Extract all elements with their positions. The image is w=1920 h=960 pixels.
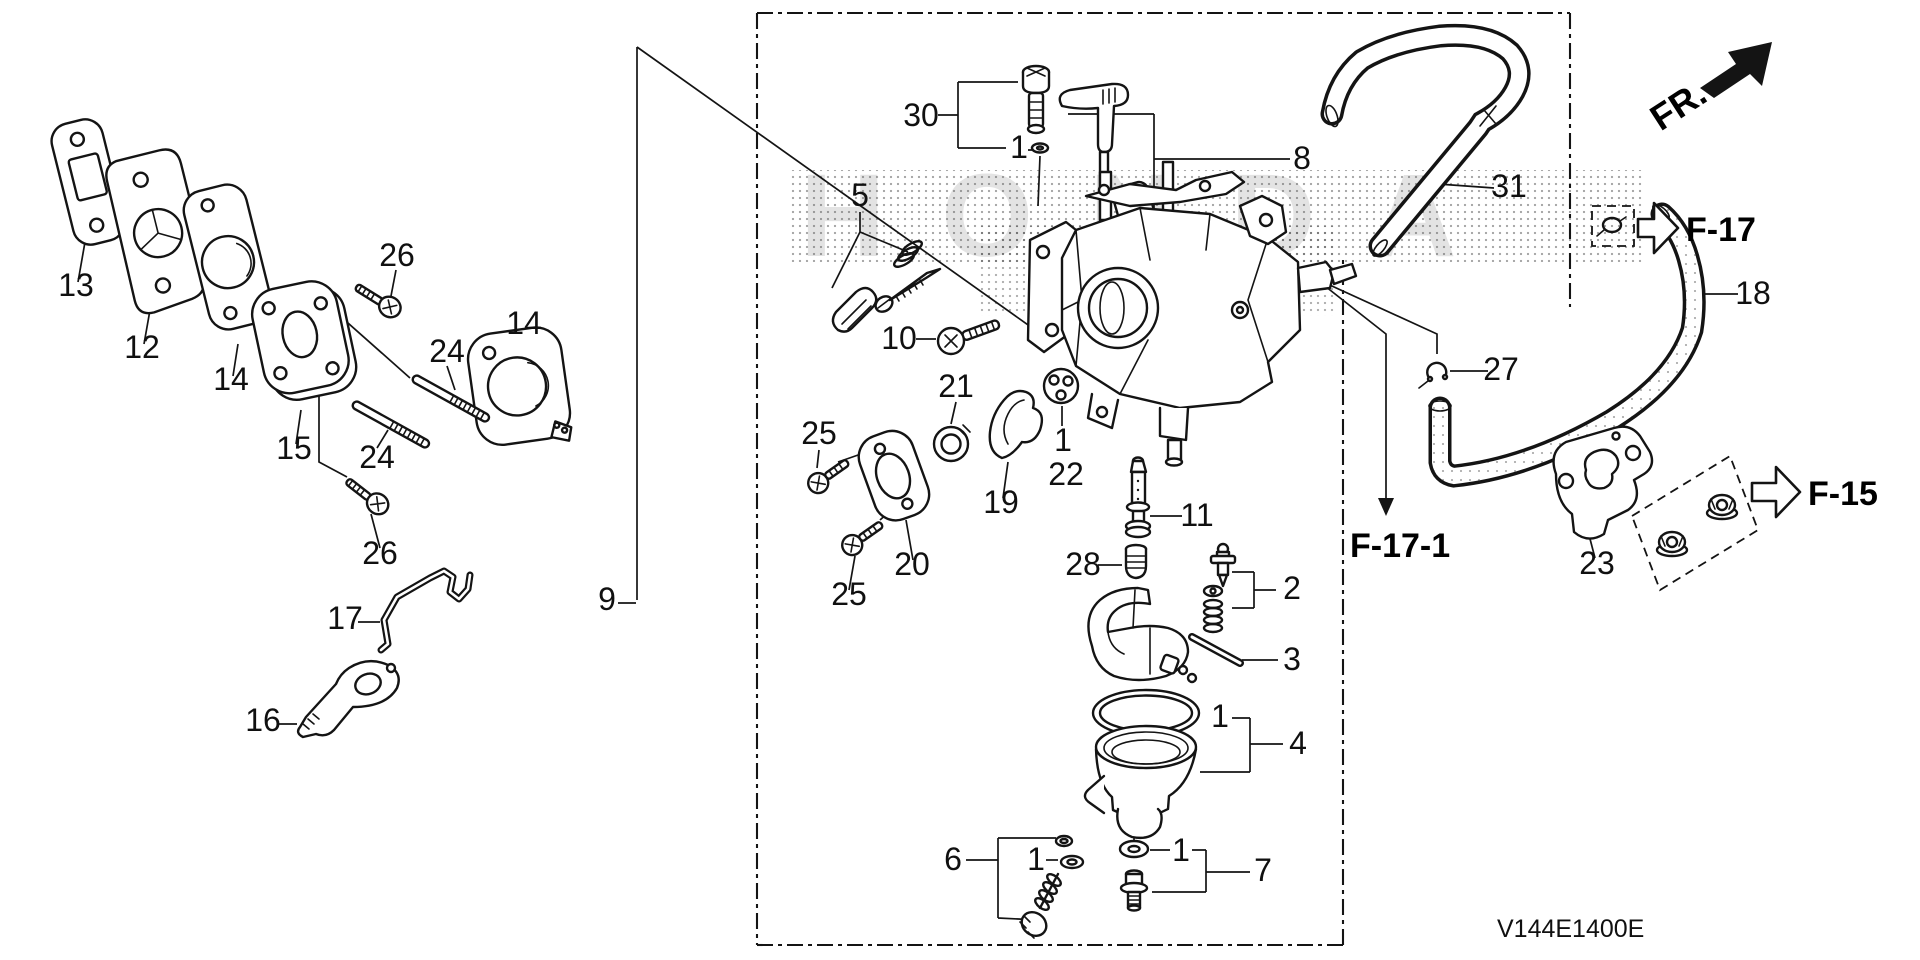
f17-label[interactable]: F-17: [1686, 211, 1756, 249]
part-callout-4: 4: [1289, 725, 1307, 761]
part-callout-2: 2: [1283, 570, 1301, 606]
f17-reference[interactable]: F-17: [1636, 201, 1756, 255]
front-arrow-icon: [1700, 42, 1772, 98]
part-needle-set-5: [831, 240, 942, 333]
part-insulator-12: [105, 148, 208, 315]
part-float-bowl-4: [1083, 724, 1198, 840]
part-gasket-20: [857, 429, 931, 522]
part-float-valve-2: [1202, 542, 1237, 634]
nuts-reference-box: [1630, 454, 1760, 592]
part-callout-31: 31: [1491, 168, 1527, 204]
drawing-code: V144E1400E: [1497, 915, 1644, 943]
part-callout-9: 9: [598, 581, 616, 617]
assembly-boundary-box: [755, 11, 1572, 947]
part-gasket-14-left: [182, 183, 273, 331]
part-callout-14: 14: [506, 305, 542, 341]
part-callout-22: 22: [1048, 456, 1084, 492]
part-callout-26: 26: [362, 535, 398, 571]
part-pilot-screw-6: [1019, 834, 1085, 939]
part-callout-8: 8: [1293, 140, 1311, 176]
part-callout-1: 1: [1172, 832, 1190, 868]
part-callout-26: 26: [379, 237, 415, 273]
part-insulator-14-right: [466, 326, 573, 446]
part-clip-27: [1418, 361, 1449, 389]
f15-label[interactable]: F-15: [1808, 475, 1878, 513]
part-callout-28: 28: [1065, 546, 1101, 582]
part-callout-21: 21: [938, 368, 974, 404]
part-callout-1: 1: [1211, 698, 1229, 734]
part-callout-20: 20: [894, 546, 930, 582]
carburetor-body: [1026, 160, 1358, 467]
part-callout-17: 17: [327, 600, 363, 636]
part-screw-10: [936, 319, 1001, 356]
part-screw-25-lower: [841, 521, 884, 557]
part-washer-1-top: [1030, 142, 1050, 154]
part-drain-bolt-7: [1119, 869, 1149, 912]
part-lever-16: [296, 660, 400, 739]
f17-1-label[interactable]: F-17-1: [1350, 527, 1450, 565]
f15-arrow-icon[interactable]: [1750, 465, 1802, 519]
part-callout-14: 14: [213, 361, 249, 397]
part-callout-18: 18: [1735, 275, 1771, 311]
part-stud-24-lower: [351, 400, 431, 449]
f17-1-arrowhead: [1378, 498, 1394, 516]
part-callout-25: 25: [831, 576, 867, 612]
front-direction: FR.: [1643, 42, 1772, 138]
part-nut-a: [1655, 530, 1689, 558]
part-screw-26-upper: [354, 283, 402, 319]
part-callout-25: 25: [801, 415, 837, 451]
part-nut-b: [1705, 493, 1739, 521]
part-callout-10: 10: [881, 320, 917, 356]
part-spacer-15: [250, 280, 358, 401]
part-callout-23: 23: [1579, 545, 1615, 581]
f17-arrow-icon[interactable]: [1636, 201, 1680, 255]
part-callout-1: 1: [1027, 841, 1045, 877]
part-jet-28: [1124, 543, 1148, 580]
part-disc-22: [1042, 367, 1080, 405]
f15-reference[interactable]: F-15: [1750, 465, 1878, 519]
part-stay-23: [1552, 425, 1654, 540]
part-callout-12: 12: [124, 329, 160, 365]
part-callout-24: 24: [429, 333, 465, 369]
part-float-pin-3: [1188, 633, 1244, 667]
part-hose-31: [1320, 23, 1531, 258]
part-callout-19: 19: [983, 484, 1019, 520]
part-callout-1: 1: [1054, 422, 1072, 458]
part-drain-washer-1: [1118, 839, 1150, 859]
part-callout-30: 30: [903, 97, 939, 133]
part-callout-27: 27: [1483, 351, 1519, 387]
front-label: FR.: [1643, 72, 1714, 138]
part-callout-5: 5: [851, 177, 869, 213]
part-nozzle-11: [1124, 456, 1152, 539]
part-callout-7: 7: [1254, 852, 1272, 888]
part-gasket-13: [50, 118, 126, 246]
part-screw-26-lower: [345, 478, 390, 516]
part-rod-17: [377, 567, 474, 654]
part-stud-24-upper: [411, 374, 491, 423]
part-tube-18: [1428, 202, 1706, 488]
part-washer-21: [932, 424, 971, 463]
part-callout-15: 15: [276, 430, 312, 466]
part-screw-25-upper: [807, 459, 850, 495]
part-callout-16: 16: [245, 702, 281, 738]
part-callout-24: 24: [359, 439, 395, 475]
part-callout-3: 3: [1283, 641, 1301, 677]
part-float: [1087, 586, 1198, 684]
part-choke-knob-30: [1021, 64, 1051, 135]
part-link-19: [988, 389, 1044, 460]
part-callout-6: 6: [944, 841, 962, 877]
f17-clip-box: [1591, 205, 1635, 247]
part-callout-13: 13: [58, 267, 94, 303]
part-callout-1: 1: [1010, 129, 1028, 165]
part-callout-11: 11: [1180, 497, 1213, 533]
